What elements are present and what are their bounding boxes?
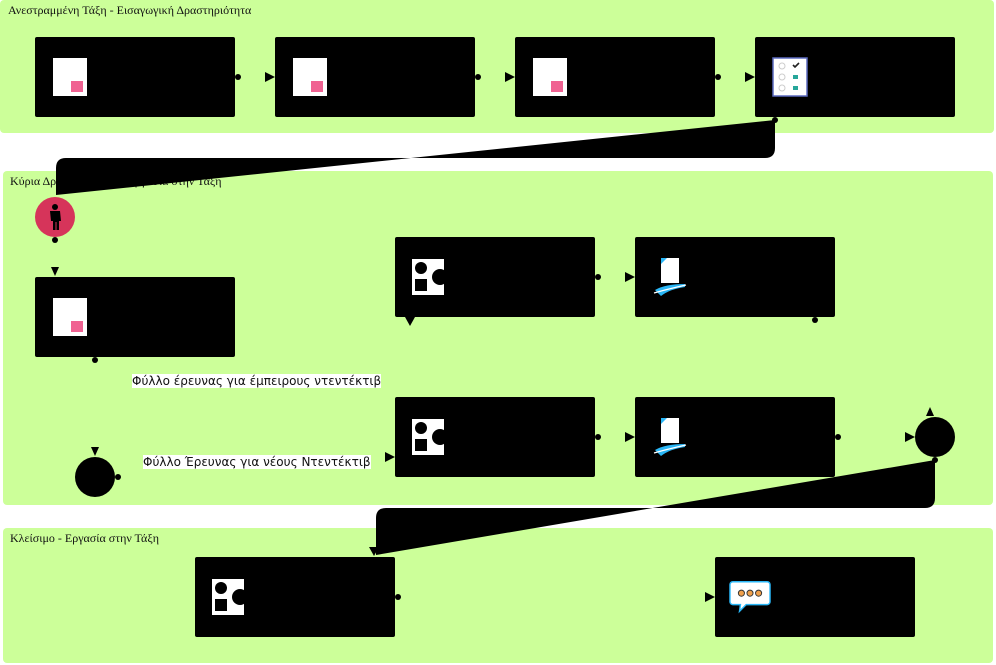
- edge-label-experienced: Φύλλο έρευνας για έμπειρους ντεντέκτιβ: [132, 374, 382, 388]
- activity-main-group-upper[interactable]: [395, 237, 595, 317]
- shapes-icon: [212, 579, 248, 615]
- lane-main-title: Κύρια Δραστηριότητα - Εργασία στην Τάξη: [10, 174, 222, 188]
- hand-document-icon: [653, 258, 687, 296]
- activity-intro-1[interactable]: [35, 37, 235, 117]
- shapes-icon: [412, 419, 448, 455]
- speech-bubble-icon: [729, 581, 771, 614]
- document-icon: [53, 58, 87, 96]
- document-icon: [53, 298, 87, 336]
- hand-document-icon: [653, 418, 687, 456]
- activity-main-handout-lower[interactable]: [635, 397, 835, 477]
- activity-main-handout-upper[interactable]: [635, 237, 835, 317]
- activity-closing-discussion[interactable]: [715, 557, 915, 637]
- document-icon: [533, 58, 567, 96]
- activity-closing-group[interactable]: [195, 557, 395, 637]
- activity-main-document[interactable]: [35, 277, 235, 357]
- document-icon: [293, 58, 327, 96]
- activity-main-group-lower[interactable]: [395, 397, 595, 477]
- shapes-icon: [412, 259, 448, 295]
- lane-intro-title: Ανεστραμμένη Τάξη - Εισαγωγική Δραστηριό…: [8, 3, 252, 17]
- activity-intro-quiz[interactable]: [755, 37, 955, 117]
- checklist-icon: [772, 57, 808, 97]
- edge-label-new: Φύλλο Έρευνας για νέους Ντεντέκτιβ: [143, 455, 371, 469]
- activity-intro-2[interactable]: [275, 37, 475, 117]
- lane-closing-title: Κλείσιμο - Εργασία στην Τάξη: [10, 531, 159, 545]
- activity-intro-3[interactable]: [515, 37, 715, 117]
